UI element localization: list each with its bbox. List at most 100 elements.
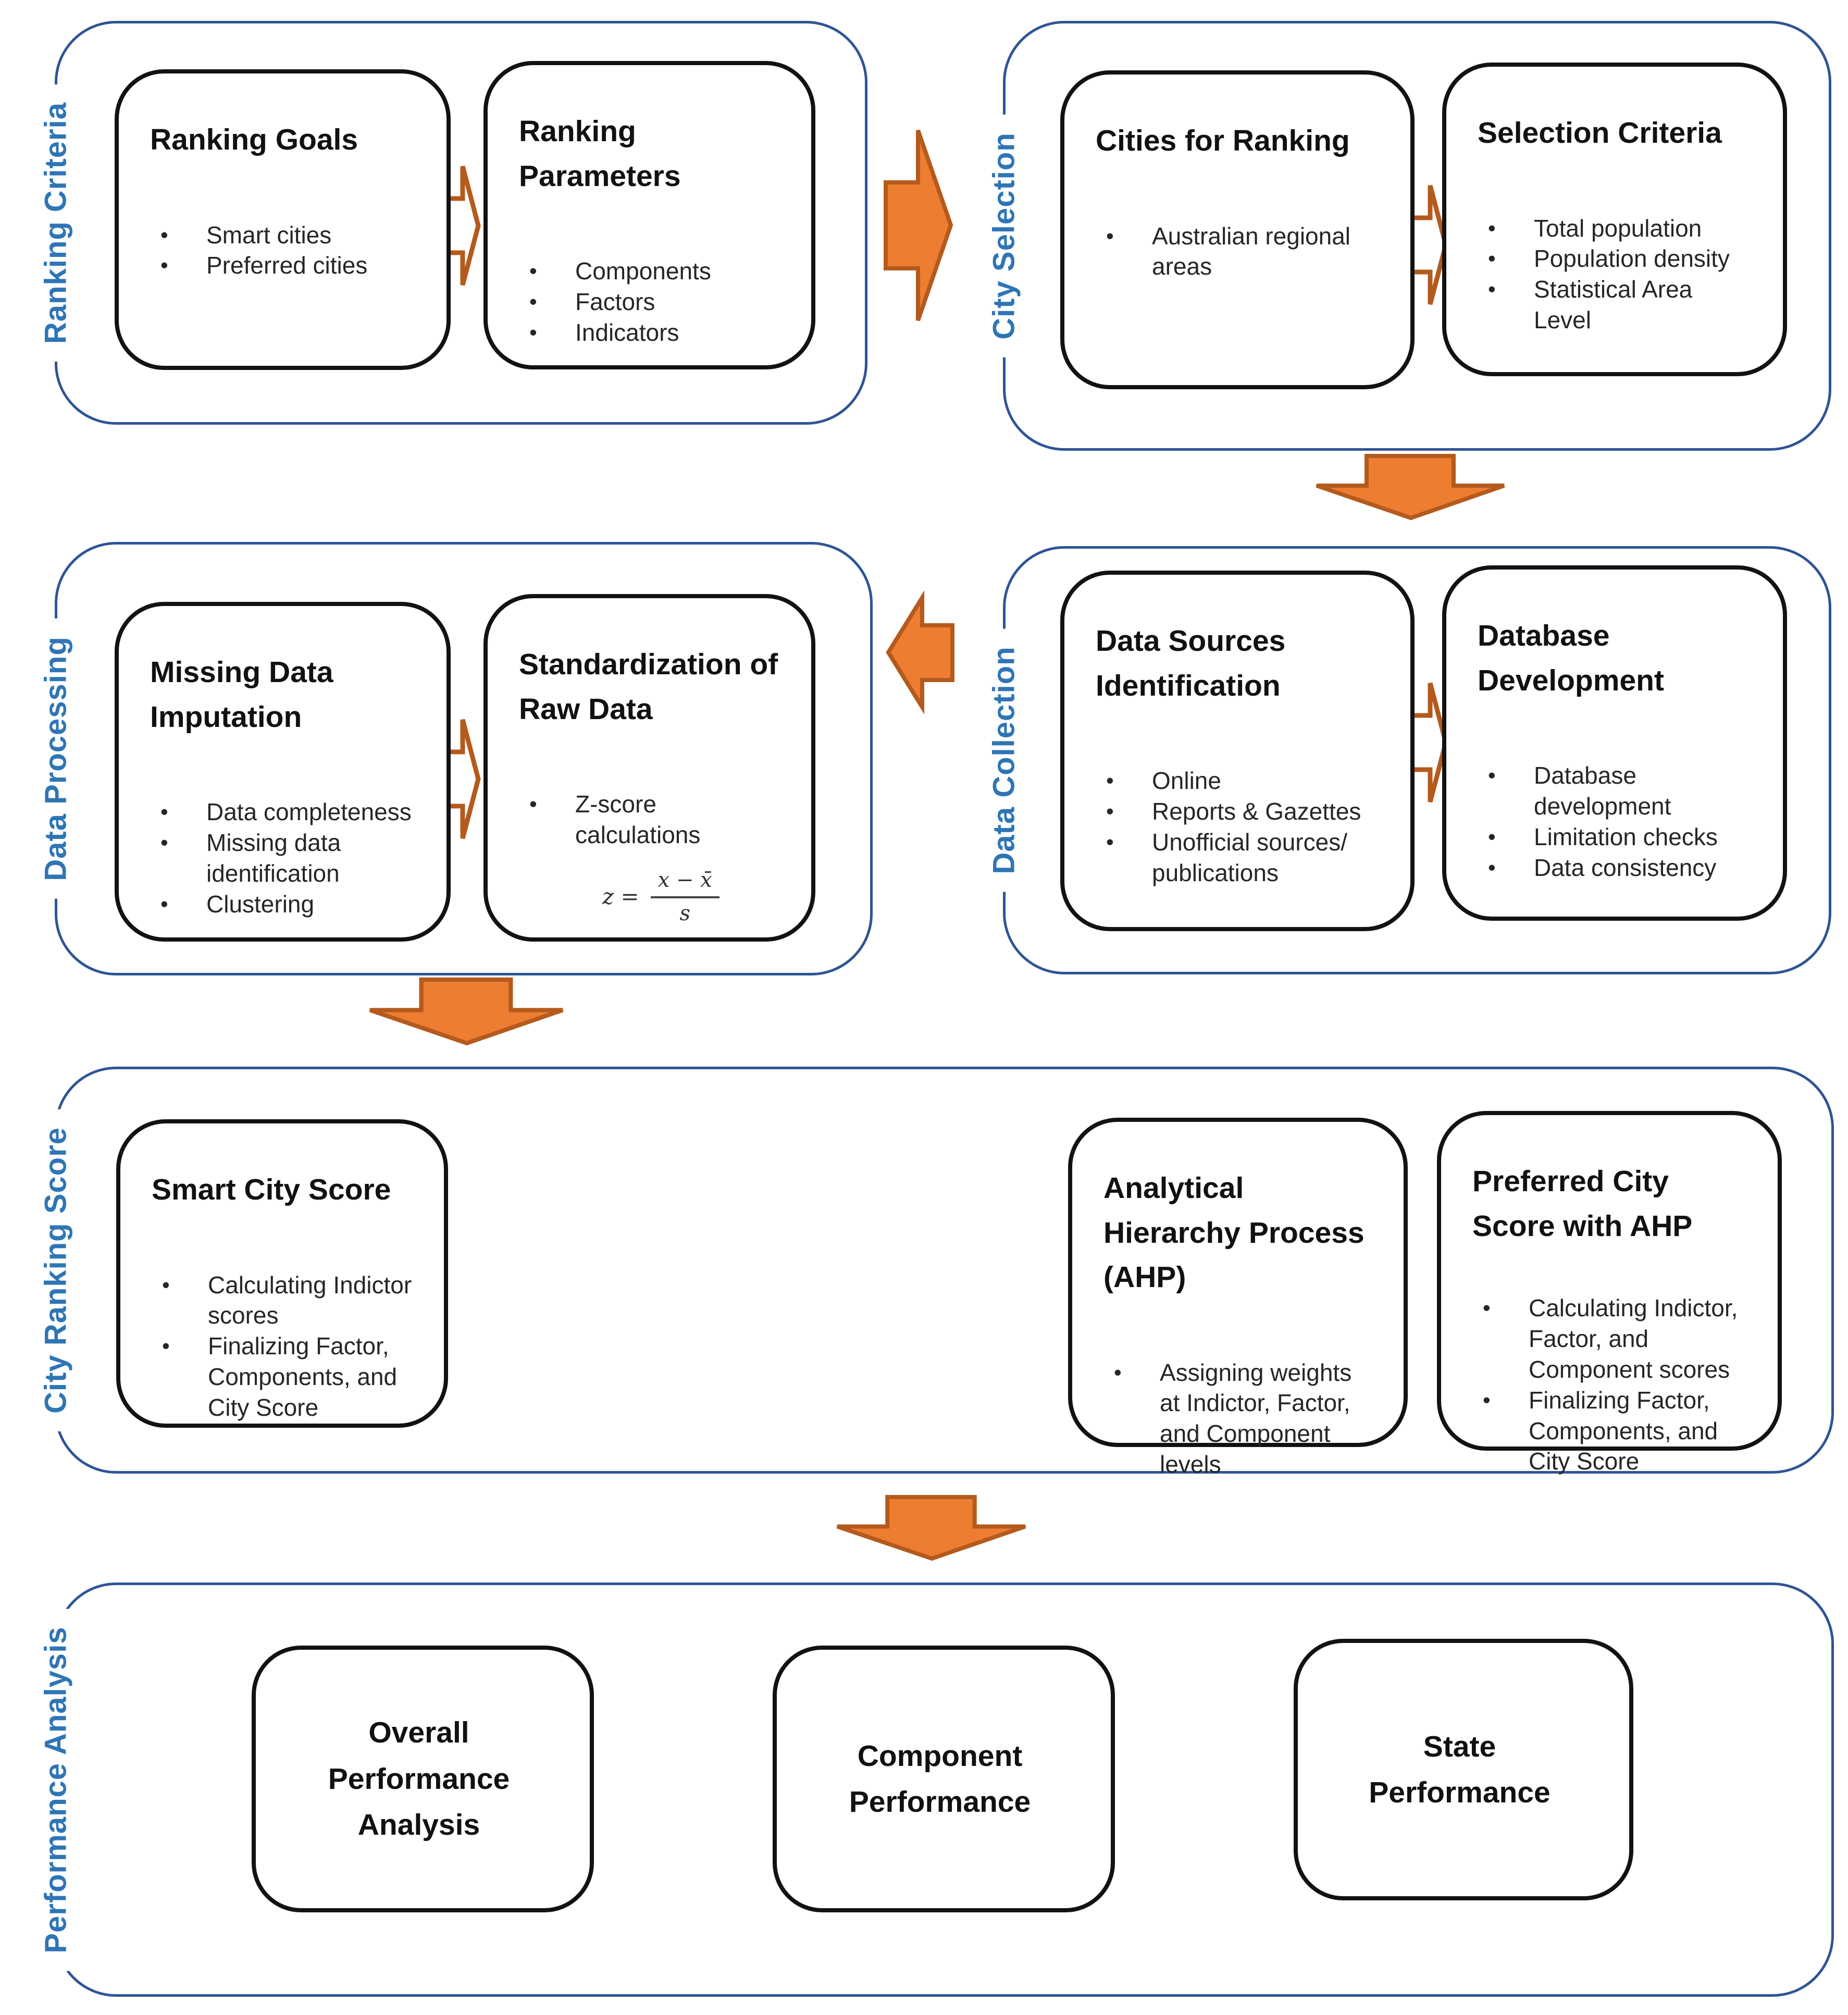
bullet-text: Components	[575, 257, 711, 285]
bullet-item: •Factors	[519, 287, 796, 317]
box-database-development: Database Development • Database developme…	[1442, 565, 1787, 921]
box-title: Ranking Goals	[150, 123, 358, 156]
bullet-item: •Missing data identification	[150, 827, 431, 889]
box-title: Cities for Ranking	[1096, 124, 1350, 157]
arrow-city-ranking-score-to-performance-analysis-icon	[836, 1495, 1026, 1561]
section-data-processing: Data Processing Missing Data Imputation …	[32, 542, 873, 975]
bullet-dot-icon: •	[1106, 829, 1114, 854]
section-label-performance-analysis: Performance Analysis	[32, 1608, 80, 1971]
box-title: Preferred City Score with AHP	[1472, 1165, 1693, 1243]
bullet-list: • Online • Reports & Gazettes • Unofficial …	[1096, 765, 1395, 888]
bullet-text: Statistical Area Level	[1534, 276, 1693, 334]
section-label-city-selection: City Selection	[980, 114, 1028, 357]
bullet-item: • Online	[1096, 765, 1395, 796]
section-city-ranking-score: City Ranking Score Smart City Score •Cal…	[32, 1067, 1834, 1478]
bullet-item: • Smart cities	[150, 220, 431, 251]
bullet-list: •Calculating Indictor scores • Finalizing…	[152, 1270, 428, 1423]
bullet-dot-icon: •	[160, 891, 168, 916]
box-preferred-city-score-with-ahp: Preferred City Score with AHP • Calculati…	[1437, 1111, 1782, 1475]
box-title: State Performance	[1369, 1729, 1551, 1809]
box-title: Data Sources Identification	[1096, 624, 1286, 702]
bullet-dot-icon: •	[160, 222, 168, 247]
formula-denominator: s	[679, 901, 690, 925]
bullet-text: Reports & Gazettes	[1152, 797, 1361, 825]
box-overall-performance-analysis: Overall Performance Analysis	[252, 1646, 594, 1912]
box-component-performance: Component Performance	[773, 1646, 1115, 1912]
bullet-text: Unofficial sources/ publications	[1152, 828, 1347, 886]
bullet-item: • Z-score calculations	[519, 789, 796, 850]
bullet-text: Z-score calculations	[575, 790, 701, 848]
bullet-list: • Smart cities • Preferred cities	[150, 220, 431, 281]
box-title: Analytical Hierarchy Process (AHP)	[1103, 1171, 1365, 1294]
bullet-dot-icon: •	[1106, 798, 1114, 823]
bullet-dot-icon: •	[1488, 824, 1496, 849]
bullet-item: • Indicators	[519, 317, 796, 348]
bullet-dot-icon: •	[1488, 277, 1496, 302]
box-ranking-parameters: Ranking Parameters •Components •Factors …	[483, 61, 815, 369]
bullet-item: • Assigning weights at Indictor, Factor, …	[1103, 1357, 1388, 1480]
box-title: Overall Performance Analysis	[328, 1716, 510, 1842]
bullet-dot-icon: •	[162, 1333, 170, 1358]
bullet-item: •Calculating Indictor scores	[152, 1270, 428, 1331]
bullet-item: • Database development	[1478, 760, 1767, 822]
bullet-list: •Database development •Limitation checks…	[1478, 760, 1767, 883]
bullet-item: • Components	[519, 256, 796, 287]
arrow-city-selection-to-data-collection-icon	[1316, 454, 1505, 521]
bullet-text: Total population	[1534, 214, 1702, 242]
bullet-dot-icon: •	[160, 253, 168, 278]
section-city-selection: City Selection Cities for Ranking •Austr…	[980, 21, 1831, 451]
bullet-dot-icon: •	[529, 319, 537, 344]
section-label-ranking-criteria: Ranking Criteria	[32, 84, 80, 362]
bullet-dot-icon: •	[1488, 215, 1496, 240]
bullet-text: Finalizing Factor, Components, and City …	[208, 1332, 398, 1421]
bullet-text: Preferred cities	[206, 252, 368, 279]
section-label-data-processing: Data Processing	[32, 619, 80, 899]
bullet-item: •Population density	[1478, 243, 1767, 274]
bullet-dot-icon: •	[160, 830, 168, 855]
bullet-item: • Preferred cities	[150, 250, 431, 281]
zscore-formula: z = x − x̄ s	[602, 868, 796, 925]
bullet-dot-icon: •	[1106, 768, 1114, 793]
bullet-list: • Calculating Indictor, Factor, and Compo…	[1472, 1293, 1762, 1477]
box-missing-data-imputation: Missing Data Imputation • Data completene…	[115, 602, 451, 942]
bullet-dot-icon: •	[160, 799, 168, 824]
box-title: Missing Data Imputation	[150, 656, 333, 734]
bullet-list: • Total population •Population density • S…	[1478, 213, 1767, 336]
formula-lhs: z =	[602, 884, 639, 910]
bullet-text: Calculating Indictor, Factor, and Compon…	[1529, 1294, 1738, 1383]
bullet-list: •Australian regional areas	[1096, 221, 1395, 282]
box-analytical-hierarchy-process: Analytical Hierarchy Process (AHP) • Assi…	[1068, 1118, 1408, 1478]
bullet-list: • Data completeness •Missing data identif…	[150, 797, 431, 920]
bullet-item: • Reports & Gazettes	[1096, 796, 1395, 827]
box-title: Component Performance	[849, 1739, 1031, 1819]
bullet-dot-icon: •	[1488, 763, 1496, 787]
bullet-item: • Finalizing Factor, Components, and City…	[152, 1331, 428, 1423]
bullet-text: Australian regional areas	[1152, 222, 1351, 280]
bullet-item: • Total population	[1478, 213, 1767, 244]
bullet-text: Data consistency	[1534, 854, 1717, 881]
bullet-text: Data completeness	[206, 798, 412, 825]
bullet-list: • Assigning weights at Indictor, Factor, …	[1103, 1357, 1388, 1480]
bullet-text: Online	[1152, 767, 1221, 794]
box-title: Database Development	[1478, 619, 1664, 697]
bullet-item: • Calculating Indictor, Factor, and Compo…	[1472, 1293, 1762, 1385]
bullet-text: Assigning weights at Indictor, Factor, a…	[1160, 1358, 1352, 1478]
box-title: Selection Criteria	[1478, 116, 1722, 150]
bullet-list: • Z-score calculations	[519, 789, 796, 850]
bullet-text: Finalizing Factor, Components, and City …	[1529, 1386, 1718, 1475]
box-state-performance: State Performance	[1294, 1639, 1633, 1900]
bullet-dot-icon: •	[529, 792, 537, 816]
bullet-dot-icon: •	[1488, 246, 1496, 271]
formula-numerator: x − x̄	[650, 868, 720, 898]
bullet-text: Smart cities	[206, 221, 332, 249]
box-data-sources-identification: Data Sources Identification • Online • Rep…	[1060, 571, 1415, 931]
bullet-text: Calculating Indictor scores	[208, 1271, 412, 1329]
bullet-text: Database development	[1534, 762, 1671, 820]
bullet-dot-icon: •	[1483, 1387, 1491, 1412]
bullet-dot-icon: •	[529, 258, 537, 283]
bullet-dot-icon: •	[1114, 1359, 1122, 1384]
bullet-text: Indicators	[575, 318, 679, 346]
bullet-text: Factors	[575, 288, 655, 315]
bullet-dot-icon: •	[1483, 1295, 1491, 1320]
arrow-data-processing-to-city-ranking-score-icon	[369, 977, 564, 1046]
